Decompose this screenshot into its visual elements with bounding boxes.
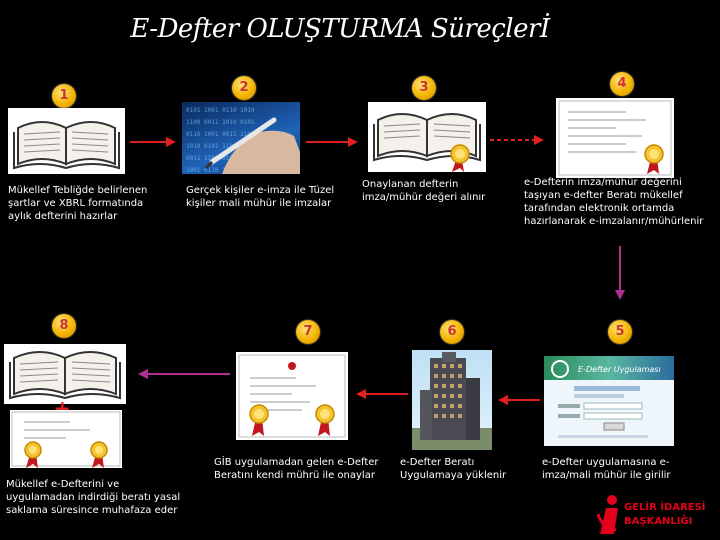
svg-text:0110 1001 0011 1100: 0110 1001 0011 1100: [186, 131, 255, 138]
svg-text:1100 0011 1010 0101: 1100 0011 1010 0101: [186, 119, 255, 126]
step-caption-7: GİB uygulamadan gelen e-Defter Beratını …: [214, 457, 379, 481]
gib-logo: GELİR İDARESİ BAŞKANLIĞI: [596, 494, 716, 534]
berat-document-8: [10, 410, 122, 468]
step-badge-1: 1: [52, 84, 76, 108]
step-badge-8: 8: [52, 314, 76, 338]
step-caption-3: Onaylanan defterin imza/mühür değeri alı…: [362, 179, 486, 203]
step-caption-5: e-Defter uygulamasına e-imza/mali mühür …: [542, 457, 671, 481]
step-badge-2: 2: [232, 76, 256, 100]
book-image-1: [8, 108, 125, 174]
step-caption-1: Mükellef Tebliğde belirlenen şartlar ve …: [8, 185, 148, 222]
gib-logo-icon: [596, 495, 618, 534]
building-image: [412, 350, 492, 450]
gib-logo-line1: GELİR İDARESİ: [624, 502, 706, 513]
gib-logo-line2: BAŞKANLIĞI: [624, 516, 693, 527]
step-caption-6: e-Defter Beratı Uygulamaya yüklenir: [400, 457, 507, 481]
step-badge-5: 5: [608, 320, 632, 344]
svg-text:0101 1001 0110 1010: 0101 1001 0110 1010: [186, 107, 255, 114]
step-badge-6: 6: [440, 320, 464, 344]
berat-document-7: [236, 352, 348, 440]
step-badge-3: 3: [412, 76, 436, 100]
application-screen-5: E-Defter Uygulaması: [544, 356, 674, 446]
step-badge-4: 4: [610, 72, 634, 96]
screen-header-title: E-Defter Uygulaması: [578, 365, 661, 374]
step-caption-8: Mükellef e-Defterini ve uygulamadan indi…: [6, 479, 181, 516]
signing-image: 0101 1001 0110 1010 1100 0011 1010 0101 …: [182, 102, 300, 174]
step-caption-4: e-Defterin imza/mühür değerini taşıyan e…: [524, 177, 704, 227]
diagram-title: E-Defter OLUŞTURMA Süreçlerİ: [130, 14, 550, 44]
screen-header: [544, 356, 674, 380]
book-image-3: [368, 102, 486, 172]
book-image-8: [4, 344, 126, 404]
svg-text:1001 0110 1010 0101: 1001 0110 1010 0101: [186, 167, 255, 174]
step-badge-7: 7: [296, 320, 320, 344]
step-caption-2: Gerçek kişiler e-imza ile Tüzel kişiler …: [186, 185, 335, 209]
svg-text:1010 0101 1100 0011: 1010 0101 1100 0011: [186, 143, 255, 150]
berat-document-4: [556, 98, 674, 178]
